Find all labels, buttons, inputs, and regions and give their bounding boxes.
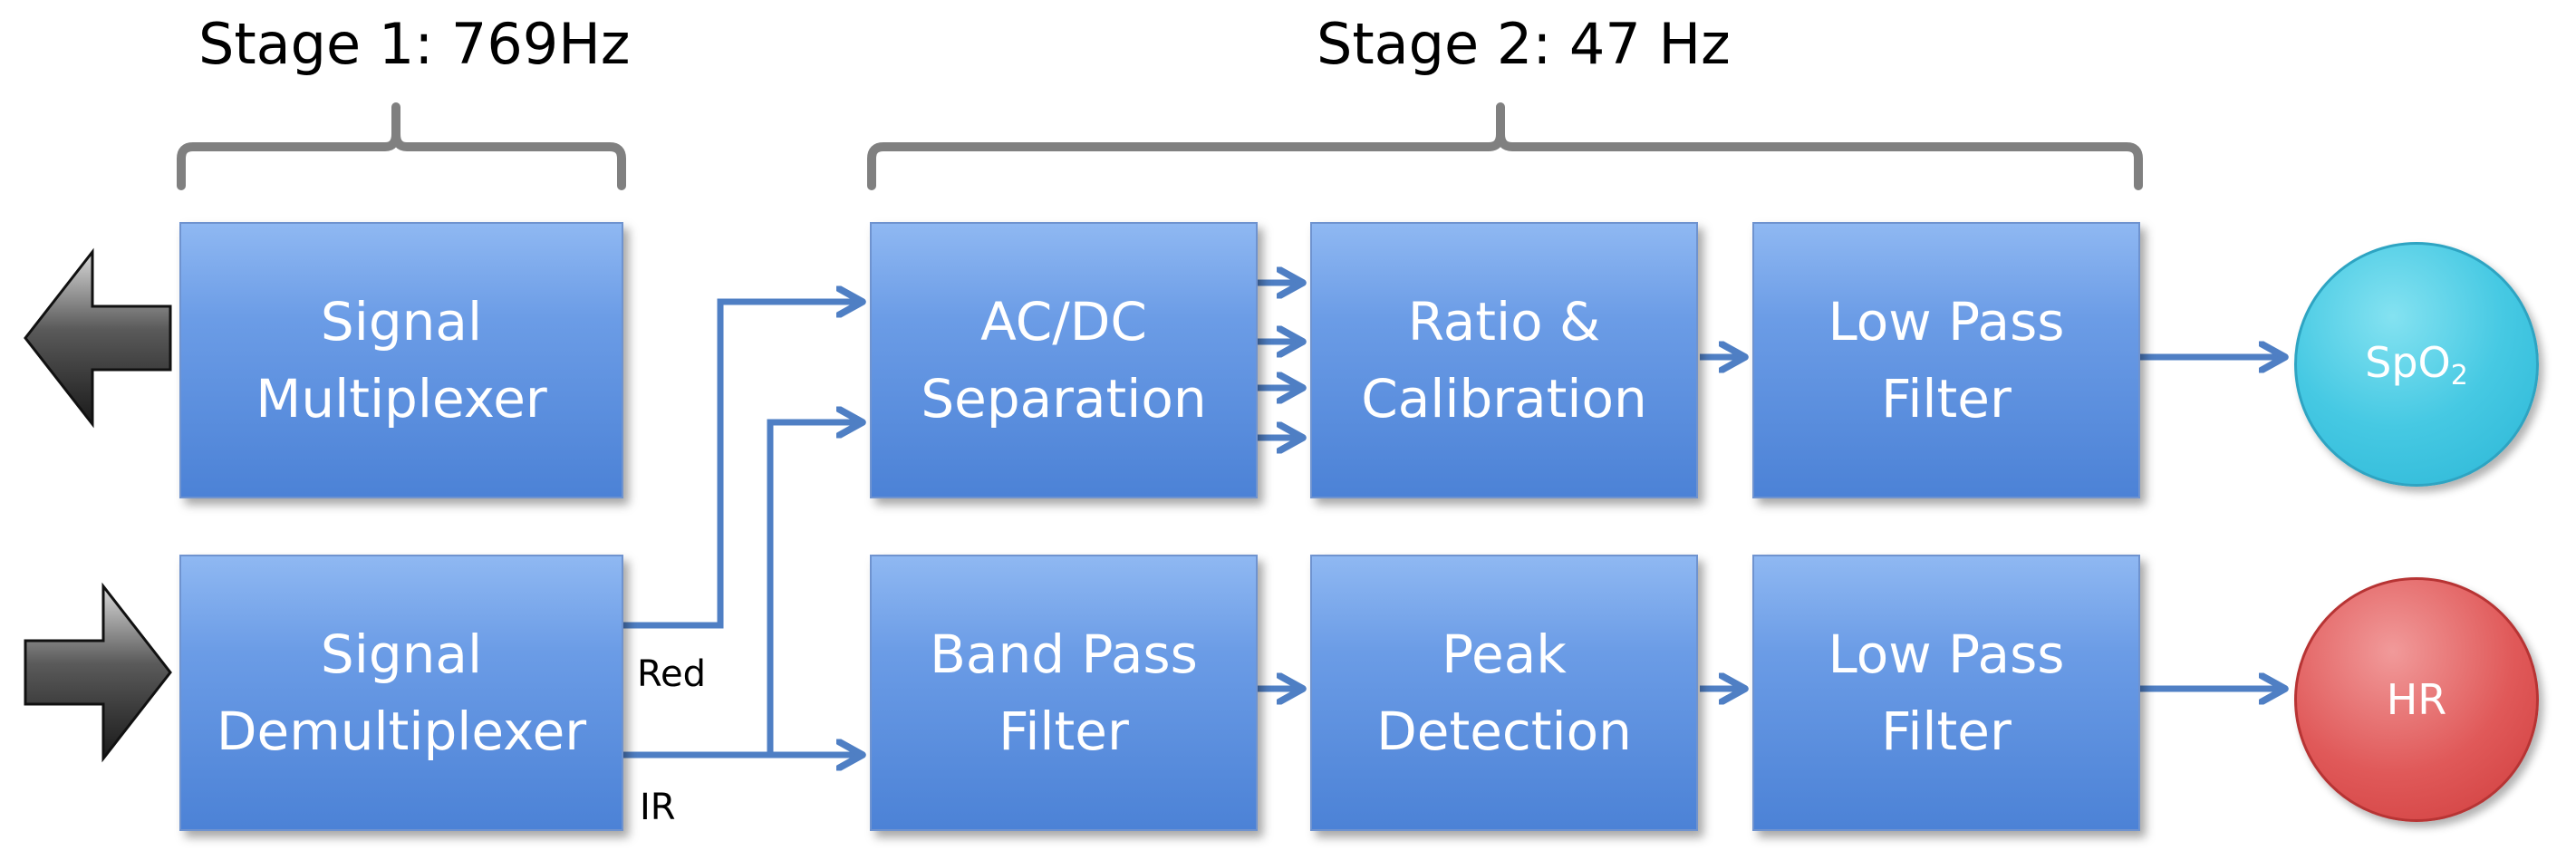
block-line-1: Low Pass <box>1828 623 2065 686</box>
hr-output-circle: HR <box>2294 577 2539 822</box>
hr-label: HR <box>2386 675 2447 724</box>
ratio-calibration-block: Ratio & Calibration <box>1310 222 1698 498</box>
signal-demultiplexer-block: Signal Demultiplexer <box>179 555 623 831</box>
spo2-output-circle: SpO2 <box>2294 242 2539 487</box>
peak-detection-block: Peak Detection <box>1310 555 1698 831</box>
band-pass-filter-block: Band Pass Filter <box>870 555 1258 831</box>
block-line-2: Detection <box>1376 700 1632 762</box>
block-line-1: AC/DC <box>980 291 1147 353</box>
red-signal-label: Red <box>637 653 706 695</box>
block-line-2: Calibration <box>1361 367 1647 430</box>
signal-multiplexer-block: Signal Multiplexer <box>179 222 623 498</box>
stage-1-title: Stage 1: 769Hz <box>198 11 631 77</box>
red-signal-line <box>622 302 863 629</box>
stage-1-bracket <box>177 102 626 190</box>
block-line-1: Low Pass <box>1828 291 2065 353</box>
input-arrow-right <box>24 582 172 763</box>
output-arrow-left <box>24 247 172 429</box>
low-pass-filter-bottom-block: Low Pass Filter <box>1752 555 2140 831</box>
block-line-2: Filter <box>1881 367 2012 430</box>
spo2-label: SpO2 <box>2365 338 2468 391</box>
stage-2-title: Stage 2: 47 Hz <box>1317 11 1731 77</box>
stage-2-bracket <box>867 102 2143 190</box>
block-line-2: Multiplexer <box>256 367 547 430</box>
block-line-1: Ratio & <box>1407 291 1601 353</box>
block-line-2: Separation <box>921 367 1207 430</box>
low-pass-filter-top-block: Low Pass Filter <box>1752 222 2140 498</box>
block-line-2: Filter <box>1881 700 2012 762</box>
block-line-2: Demultiplexer <box>216 700 587 762</box>
spo2-label-main: SpO <box>2365 337 2451 387</box>
block-line-2: Filter <box>999 700 1129 762</box>
ac-dc-separation-block: AC/DC Separation <box>870 222 1258 498</box>
block-line-1: Peak <box>1442 623 1567 686</box>
ir-branch-line <box>767 422 863 755</box>
ir-signal-label: IR <box>640 787 676 828</box>
block-line-1: Signal <box>320 623 483 686</box>
block-line-1: Band Pass <box>930 623 1198 686</box>
block-line-1: Signal <box>320 291 483 353</box>
spo2-label-subscript: 2 <box>2450 359 2468 391</box>
